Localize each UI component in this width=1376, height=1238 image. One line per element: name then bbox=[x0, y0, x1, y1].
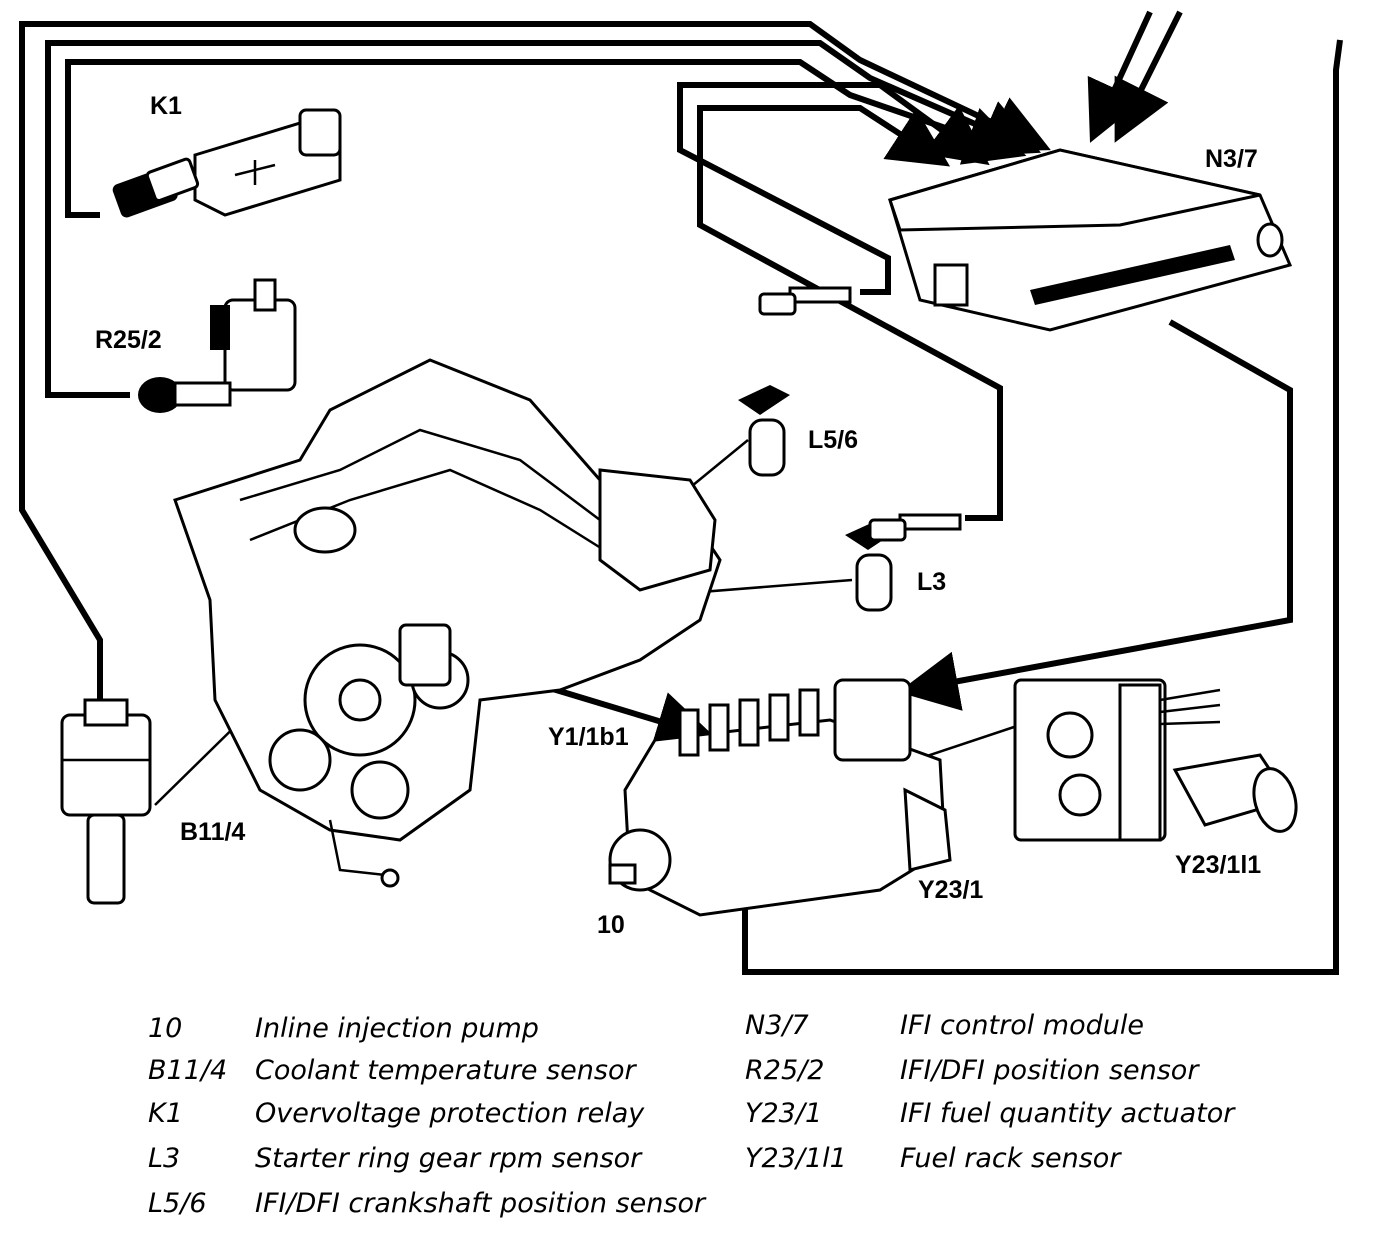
callout-l5-6: L5/6 bbox=[808, 426, 858, 454]
k1-overvoltage-relay bbox=[112, 108, 342, 218]
legend-code: L3 bbox=[148, 1143, 181, 1174]
legend-description: Fuel rack sensor bbox=[900, 1143, 1121, 1174]
callout-l3: L3 bbox=[917, 568, 946, 596]
legend-code: Y23/1l1 bbox=[745, 1143, 847, 1174]
legend-code: N3/7 bbox=[745, 1010, 809, 1041]
legend-code: R25/2 bbox=[745, 1055, 825, 1086]
n3-7-control-module bbox=[888, 148, 1293, 332]
wire-input-2 bbox=[1114, 10, 1183, 143]
callout-y23-1: Y23/1 bbox=[918, 876, 983, 904]
legend-code: L5/6 bbox=[148, 1188, 207, 1219]
legend-description: IFI control module bbox=[900, 1010, 1144, 1041]
legend-code: 10 bbox=[148, 1013, 183, 1044]
y23-1l1-rack-sensor bbox=[1013, 678, 1298, 842]
callout-n3-7: N3/7 bbox=[1205, 145, 1258, 173]
callout-10: 10 bbox=[597, 911, 625, 939]
callout-b11-4: B11/4 bbox=[180, 818, 245, 846]
callout-labels: K1 R25/2 N3/7 L5/6 L3 Y1/1b1 B11/4 Y23/1… bbox=[95, 92, 1261, 939]
r25-2-position-sensor bbox=[138, 278, 297, 413]
b11-4-coolant-sensor bbox=[60, 698, 152, 905]
legend-description: Overvoltage protection relay bbox=[255, 1098, 645, 1129]
wire-k1 bbox=[65, 59, 1027, 218]
legend-description: IFI/DFI crankshaft position sensor bbox=[255, 1188, 706, 1219]
injection-pump bbox=[608, 678, 952, 917]
legend-description: Starter ring gear rpm sensor bbox=[255, 1143, 642, 1174]
legend-description: IFI fuel quantity actuator bbox=[900, 1098, 1235, 1129]
wire-l3 bbox=[697, 105, 1003, 521]
legend-code: K1 bbox=[148, 1098, 183, 1129]
engine-block bbox=[173, 358, 722, 888]
wire-r25-2 bbox=[45, 40, 1041, 398]
callout-y23-1l1: Y23/1l1 bbox=[1175, 851, 1261, 879]
callout-r25-2: R25/2 bbox=[95, 326, 162, 354]
wire-l5-6 bbox=[677, 82, 990, 295]
legend-description: IFI/DFI position sensor bbox=[900, 1055, 1199, 1086]
l3-rpm-sensor bbox=[845, 513, 962, 612]
wire-b11-4 bbox=[19, 21, 1051, 700]
legend-description: Inline injection pump bbox=[255, 1013, 539, 1044]
callout-y1-1b1: Y1/1b1 bbox=[548, 723, 629, 751]
callout-k1: K1 bbox=[150, 92, 182, 120]
wire-input-1 bbox=[1087, 10, 1153, 143]
engine-wiring-diagram: K1 R25/2 N3/7 L5/6 L3 Y1/1b1 B11/4 Y23/1… bbox=[19, 10, 1343, 975]
legend-code: B11/4 bbox=[148, 1055, 228, 1086]
legend-code: Y23/1 bbox=[745, 1098, 823, 1129]
wire-y23-1l1 bbox=[898, 319, 1293, 711]
l5-6-crankshaft-sensor bbox=[738, 286, 852, 477]
legend-description: Coolant temperature sensor bbox=[255, 1055, 636, 1086]
